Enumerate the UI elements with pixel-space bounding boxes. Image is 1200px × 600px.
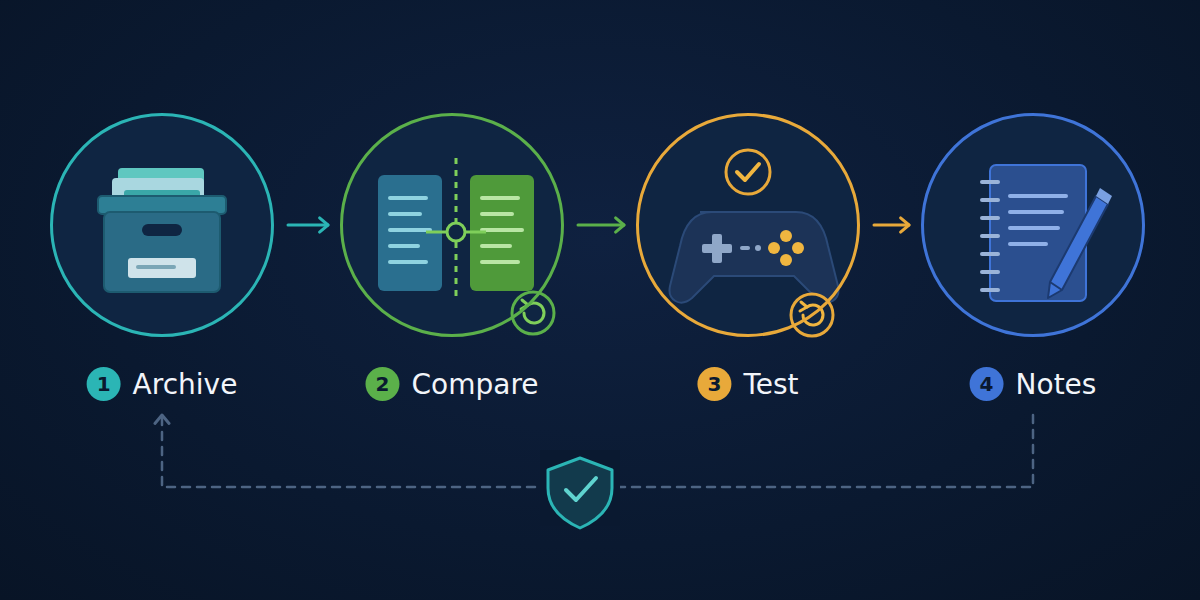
flow-arrow — [874, 218, 909, 232]
step-label: Notes — [1016, 368, 1097, 401]
step-circle: 4Notes — [921, 113, 1145, 337]
circle-outline — [636, 113, 860, 337]
step-number: 2 — [365, 367, 399, 401]
circle-border — [923, 115, 1144, 336]
circle-fill — [921, 113, 1145, 337]
step-caption: 1 Archive — [87, 367, 238, 401]
flow-arrow — [288, 218, 328, 232]
step-caption: 4 Notes — [970, 367, 1097, 401]
step-caption: 2 Compare — [365, 367, 538, 401]
circle-fill — [636, 113, 860, 337]
circle-border — [638, 115, 859, 336]
gamepad-icon — [670, 150, 839, 336]
circle-fill — [50, 113, 274, 337]
shield-icon — [540, 450, 620, 528]
step-label: Archive — [133, 368, 238, 401]
circle-border — [52, 115, 273, 336]
flow-arrow — [578, 218, 624, 232]
circle-outline — [921, 113, 1145, 337]
circle-border — [342, 115, 563, 336]
archive-icon — [98, 168, 226, 292]
step-number: 4 — [970, 367, 1004, 401]
step-circle: 3Test — [636, 113, 860, 337]
circle-outline — [50, 113, 274, 337]
step-label: Test — [743, 368, 798, 401]
step-circle: 1Archive — [50, 113, 274, 337]
circle-fill — [340, 113, 564, 337]
step-number: 1 — [87, 367, 121, 401]
step-number: 3 — [697, 367, 731, 401]
step-circle: 2Compare — [340, 113, 564, 337]
step-label: Compare — [411, 368, 538, 401]
notebook-icon — [982, 165, 1112, 301]
circle-outline — [340, 113, 564, 337]
step-caption: 3 Test — [697, 367, 798, 401]
